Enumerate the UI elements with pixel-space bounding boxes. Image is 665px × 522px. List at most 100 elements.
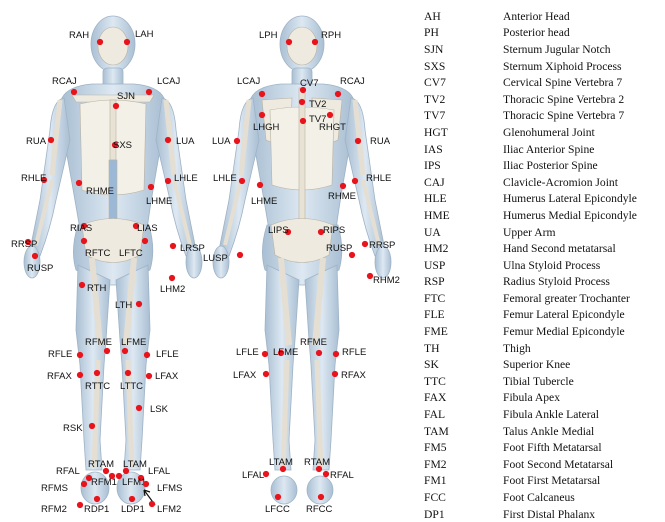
front-marker-dot-lrsp <box>170 243 176 249</box>
legend-description: Thoracic Spine Vertebra 2 <box>503 93 664 106</box>
legend-description: Radius Styloid Process <box>503 275 664 288</box>
back-marker-dot-lhle <box>239 178 245 184</box>
front-marker-label-lah: LAH <box>135 29 154 40</box>
front-marker-dot-lfax <box>146 373 152 379</box>
front-marker-label-lua: LUA <box>176 136 195 147</box>
legend-description: Tibial Tubercle <box>503 375 664 388</box>
legend-abbreviation: FTC <box>424 292 503 305</box>
front-marker-dot-lftc <box>142 238 148 244</box>
legend-row: IASIliac Anterior Spine <box>424 141 664 158</box>
back-marker-label-rfle: RFLE <box>342 347 366 358</box>
back-marker-dot-rrsp <box>362 241 368 247</box>
legend-description: Fibula Apex <box>503 391 664 404</box>
back-marker-label-lusp: LUSP <box>203 253 228 264</box>
legend-abbreviation: TH <box>424 342 503 355</box>
front-marker-label-lhme: LHME <box>146 196 172 207</box>
back-marker-dot-lfle <box>262 351 268 357</box>
front-marker-label-rhme: RHME <box>86 186 114 197</box>
front-marker-label-sxs: SXS <box>113 140 132 151</box>
legend-row: USPUlna Styloid Process <box>424 257 664 274</box>
front-marker-dot-rttc <box>94 370 100 376</box>
back-marker-label-rhle: RHLE <box>366 173 391 184</box>
legend-row: UAUpper Arm <box>424 224 664 241</box>
front-marker-dot-lhme <box>148 184 154 190</box>
front-marker-dot-rua <box>48 137 54 143</box>
back-marker-label-rfcc: RFCC <box>306 504 333 515</box>
legend-description: Posterior head <box>503 26 664 39</box>
legend-abbreviation: AH <box>424 10 503 23</box>
front-marker-label-lsk: LSK <box>150 404 169 415</box>
front-marker-label-rfm2: RFM2 <box>41 504 67 515</box>
back-marker-dot-lhme <box>257 182 263 188</box>
legend-row: SKSuperior Knee <box>424 356 664 373</box>
legend-abbreviation: UA <box>424 226 503 239</box>
back-marker-label-tv2: TV2 <box>309 99 326 110</box>
back-marker-label-lfme: LFME <box>273 347 298 358</box>
back-marker-dot-rfal <box>323 471 329 477</box>
front-marker-label-lfal: LFAL <box>148 466 170 477</box>
legend-description: Glenohumeral Joint <box>503 126 664 139</box>
legend-row: FM2Foot Second Metatarsal <box>424 456 664 473</box>
back-marker-dot-rhme <box>340 183 346 189</box>
front-marker-label-lfax: LFAX <box>155 371 179 382</box>
front-marker-label-lth: LTH <box>115 300 132 311</box>
front-marker-label-lfme: LFME <box>121 337 146 348</box>
legend-description: Hand Second metatarsal <box>503 242 664 255</box>
legend-description: Superior Knee <box>503 358 664 371</box>
front-marker-dot-rth <box>79 282 85 288</box>
front-marker-dot-lth <box>136 301 142 307</box>
front-marker-dot-rfms <box>81 481 87 487</box>
legend-description: Femur Medial Epicondyle <box>503 325 664 338</box>
legend-abbreviation: SXS <box>424 60 503 73</box>
legend-abbreviation: FLE <box>424 308 503 321</box>
legend-description: Sternum Jugular Notch <box>503 43 664 56</box>
front-marker-dot-lah <box>124 39 130 45</box>
back-marker-label-lua: LUA <box>212 136 231 147</box>
front-marker-label-rias: RIAS <box>70 223 92 234</box>
front-marker-dot-lfm2 <box>149 501 155 507</box>
legend-abbreviation: FAL <box>424 408 503 421</box>
legend-description: Iliac Posterior Spine <box>503 159 664 172</box>
legend-abbreviation: TV7 <box>424 109 503 122</box>
front-marker-dot-rftc <box>81 238 87 244</box>
front-marker-label-rhle: RHLE <box>21 173 46 184</box>
front-marker-label-rfax: RFAX <box>47 371 72 382</box>
legend-description: Ulna Styloid Process <box>503 259 664 272</box>
front-marker-label-lhle: LHLE <box>174 173 198 184</box>
back-marker-label-rtam: RTAM <box>304 457 330 468</box>
legend-row: TTCTibial Tubercle <box>424 373 664 390</box>
legend-abbreviation: FME <box>424 325 503 338</box>
legend-description: Anterior Head <box>503 10 664 23</box>
legend-abbreviation: TTC <box>424 375 503 388</box>
back-marker-dot-tv2 <box>299 99 305 105</box>
front-marker-dot-rhme <box>76 180 82 186</box>
legend-description: Femoral greater Trochanter <box>503 292 664 305</box>
front-marker-label-rfms: RFMS <box>41 483 68 494</box>
back-marker-label-rph: RPH <box>321 30 341 41</box>
legend-description: Femur Lateral Epicondyle <box>503 308 664 321</box>
front-marker-dot-ldp1 <box>129 496 135 502</box>
legend-row: CV7Cervical Spine Vertebra 7 <box>424 74 664 91</box>
back-marker-dot-lfcc <box>275 494 281 500</box>
front-marker-dot-lhle <box>165 178 171 184</box>
back-marker-label-rfax: RFAX <box>341 370 366 381</box>
legend-row: RSPRadius Styloid Process <box>424 274 664 291</box>
legend-row: FLEFemur Lateral Epicondyle <box>424 307 664 324</box>
front-marker-label-ltam: LTAM <box>123 459 147 470</box>
back-marker-label-ltam: LTAM <box>269 457 293 468</box>
front-marker-dot-rcaj <box>71 89 77 95</box>
legend-description: Talus Ankle Medial <box>503 425 664 438</box>
front-marker-dot-lcaj <box>146 89 152 95</box>
legend-abbreviation: DP1 <box>424 508 503 521</box>
legend-description: Iliac Anterior Spine <box>503 143 664 156</box>
back-marker-dot-rph <box>312 39 318 45</box>
legend-abbreviation: HGT <box>424 126 503 139</box>
back-marker-dot-rua <box>355 138 361 144</box>
legend-row: FAXFibula Apex <box>424 390 664 407</box>
legend-abbreviation: FCC <box>424 491 503 504</box>
back-marker-label-lfle: LFLE <box>236 347 259 358</box>
